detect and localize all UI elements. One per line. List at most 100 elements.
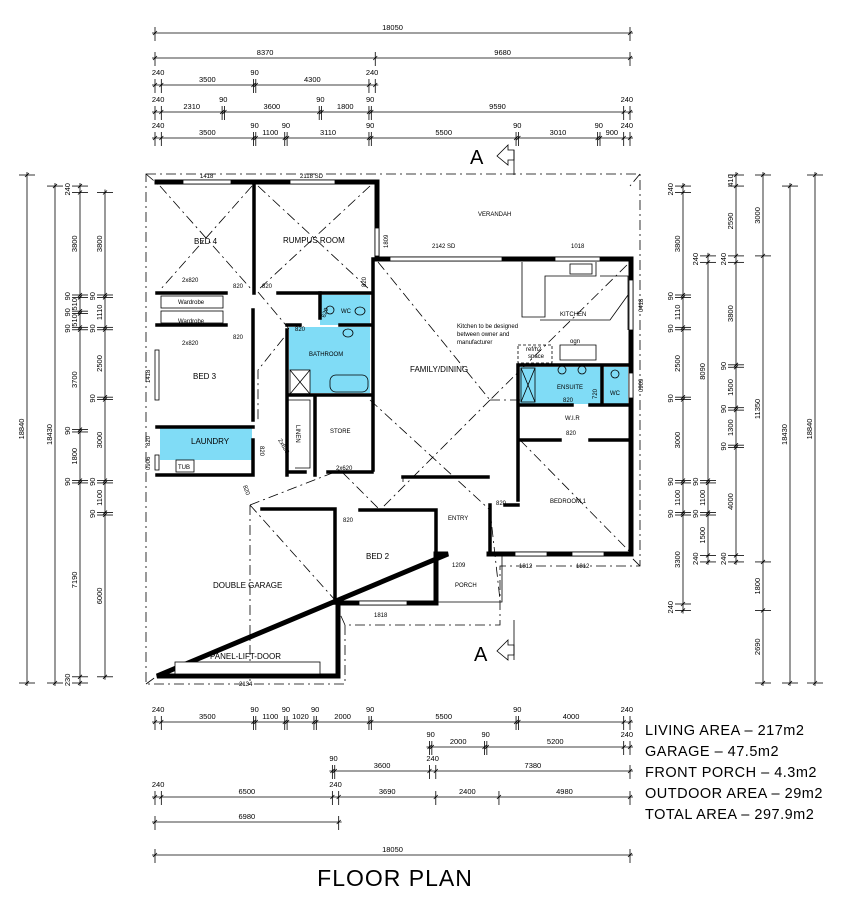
dimension-label: 240 [621,730,634,739]
windows [154,179,634,675]
kitchen-note-line: between owner and [457,332,509,338]
door-size: 820 [496,501,507,507]
dimension-label: 3600 [263,102,280,111]
dimension-label: 6500 [238,787,255,796]
door-size: 820 [233,284,244,290]
dimension-tick-mark [77,674,83,680]
dimension-label: 3800 [673,235,682,252]
area-porch: FRONT PORCH – 4.3m2 [645,765,817,781]
dimension-tick-mark [680,327,686,333]
area-garage: GARAGE – 47.5m2 [645,744,779,760]
dimension-label: 240 [152,780,165,789]
dimension-tick-mark [733,172,739,178]
area-schedule: LIVING AREA – 217m2 GARAGE – 47.5m2 FRON… [645,723,823,823]
room-label-laundry: LAUNDRY [191,437,230,446]
wet-areas [160,295,628,460]
dimension-label: 18050 [382,845,403,854]
dimension-tick-mark [627,744,633,750]
oven-label: ogn [570,339,580,345]
dimension-tick-mark [680,325,686,330]
dimension-tick-mark [705,553,711,558]
dimension-label: 6980 [238,812,255,821]
dimension-label: 1110 [95,305,104,321]
dimension-tick-mark [680,397,686,402]
dimension-tick-mark [627,719,633,725]
dimension-tick-mark [627,768,633,774]
dimension-label: 1100 [262,128,278,137]
dimension-tick-mark [680,608,686,613]
dimension-tick-mark [733,183,739,189]
dimension-tick-mark [330,794,335,800]
dimension-label: 3800 [95,235,104,252]
dimension-label: 4000 [726,493,735,510]
dimension-label: 90 [88,394,97,402]
dimension-label: 1800 [753,578,762,595]
dimension-tick-mark [77,480,83,486]
dimension-tick-mark [680,292,686,298]
dimension-tick-mark [627,794,633,800]
area-outdoor: OUTDOOR AREA – 29m2 [645,786,823,802]
room-label-bedroom1: BEDROOM 1 [550,499,587,505]
dimension-tick-mark [282,135,288,141]
dimension-label: 5500 [435,128,452,137]
dimension-label: 240 [621,121,634,130]
dimension-label: 90 [666,324,675,332]
dimension-label: 240 [719,552,728,565]
dimension-tick-mark [336,794,341,800]
dimension-label: 3500 [199,75,216,84]
door-size: 820 [563,398,574,404]
dimension-tick-mark [159,109,164,115]
dimension-tick-mark [77,183,83,189]
dimension-tick-mark [159,82,164,88]
dimension-label: 230 [63,674,72,687]
room-label-family: FAMILY/DINING [410,365,468,374]
dimension-tick-mark [627,55,633,61]
dimension-tick-mark [102,674,108,680]
dimension-label: 1110 [673,305,682,321]
dimension-tick-mark [680,512,686,518]
dimension-tick-mark [513,135,519,141]
dimension-tick-mark [705,510,711,515]
dimension-tick-mark [812,680,818,686]
area-living: LIVING AREA – 217m2 [645,723,804,739]
area-total: TOTAL AREA – 297.9m2 [645,807,814,823]
dimension-label: 90 [63,324,72,332]
dimension-label: 4980 [556,787,573,796]
room-label-garage: DOUBLE GARAGE [213,581,282,590]
section-marker-top: A [470,147,484,169]
dimension-label: 90 [366,95,374,104]
dimension-tick-mark [102,478,108,483]
dimension-tick-mark [369,719,374,725]
dimension-tick-mark [427,744,432,750]
dimension-label: 240 [621,95,634,104]
section-marker-bottom: A [474,644,488,666]
dimension-tick-mark [77,311,83,316]
dimension-tick-mark [621,135,626,141]
dimension-tick-mark [102,480,108,486]
dimension-label: 240 [691,552,700,565]
dimension-label: 9590 [489,102,506,111]
dimension-label: 240 [329,780,342,789]
dimension-tick-mark [24,172,30,178]
dimension-label: 2590 [726,213,735,230]
dimension-tick-mark [733,442,739,448]
dimension-tick-mark [733,445,739,450]
dimension-tick-mark [812,172,818,178]
dimension-label: 9680 [494,48,511,57]
dimension-label: 410 [726,174,735,187]
dimension-tick-mark [251,82,256,88]
dimension-tick-mark [627,109,633,115]
dimension-tick-mark [760,559,766,565]
dimension-label: 90 [63,292,72,300]
room-label-wc-ensuite: WC [610,391,621,397]
dimension-label: 240 [152,705,165,714]
dimension-tick-mark [77,292,83,298]
dimension-tick-mark [595,135,600,141]
dimension-label: 6000 [95,588,104,605]
dimension-tick-mark [733,364,739,370]
section-arrow-icon [496,639,515,661]
dimension-tick-mark [284,135,290,141]
dimension-tick-mark [253,719,259,725]
dimension-tick-mark [760,680,766,686]
